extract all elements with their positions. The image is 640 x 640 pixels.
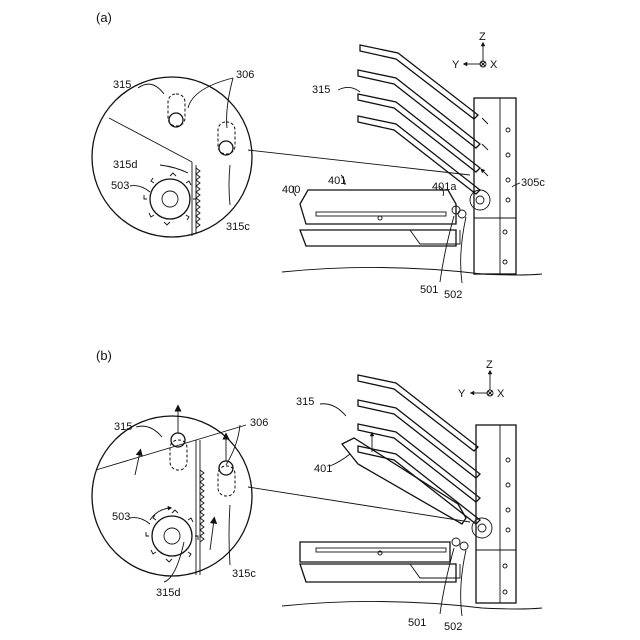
label-503-a: 503: [111, 180, 129, 192]
label-315c-b: 315c: [232, 568, 256, 580]
leader-501-a: [440, 216, 454, 282]
label-306-b: 306: [250, 417, 268, 429]
label-306-a: 306: [236, 69, 254, 81]
axis-z-label: Z: [479, 31, 486, 43]
detail-circle-b: 315 306 503 315d 315c: [92, 408, 268, 599]
label-502-a: 502: [444, 289, 462, 301]
axis-x-label-b: X: [497, 388, 505, 400]
output-trays-b: 315 401: [296, 375, 480, 524]
frame-b: [472, 425, 516, 603]
axis-y-label: Y: [452, 59, 460, 71]
detail-circle-a: 315 306 315d 503 315c: [92, 69, 254, 237]
panel-b-label: (b): [96, 348, 112, 363]
label-400-a: 400: [282, 184, 300, 196]
label-401-b: 401: [314, 463, 332, 475]
scanner-b: [300, 538, 468, 582]
label-315d-b: 315d: [156, 587, 180, 599]
label-315d-a: 315d: [113, 159, 137, 171]
label-315-circle-a: 315: [113, 79, 131, 91]
label-315c-a: 315c: [226, 221, 250, 233]
axis-indicator-a: Z Y X: [452, 31, 498, 71]
callout-line-a: [248, 150, 470, 175]
axis-indicator-b: Z Y X: [458, 359, 505, 400]
label-401-a: 401: [328, 175, 346, 187]
scanner-a: 400 401 401a: [282, 175, 466, 246]
label-315-trays-b: 315: [296, 396, 314, 408]
label-503-b: 503: [112, 511, 130, 523]
axis-x-label: X: [490, 59, 498, 71]
axis-z-label-b: Z: [486, 359, 493, 371]
panel-a-label: (a): [96, 10, 112, 25]
label-315-trays-a: 315: [312, 84, 330, 96]
label-502-b: 502: [444, 621, 462, 633]
label-305c-a: 305c: [521, 177, 545, 189]
label-501-a: 501: [420, 284, 438, 296]
axis-y-label-b: Y: [458, 388, 466, 400]
label-315-circle-b: 315: [114, 421, 132, 433]
panel-b: (b) Z Y X: [92, 348, 542, 633]
panel-a: (a) Z Y X: [92, 10, 545, 301]
label-501-b: 501: [408, 617, 426, 629]
label-401a-a: 401a: [432, 181, 457, 193]
callout-line-b: [248, 487, 470, 522]
frame-a: 305c: [470, 98, 545, 274]
leader-502-a: [461, 217, 466, 283]
